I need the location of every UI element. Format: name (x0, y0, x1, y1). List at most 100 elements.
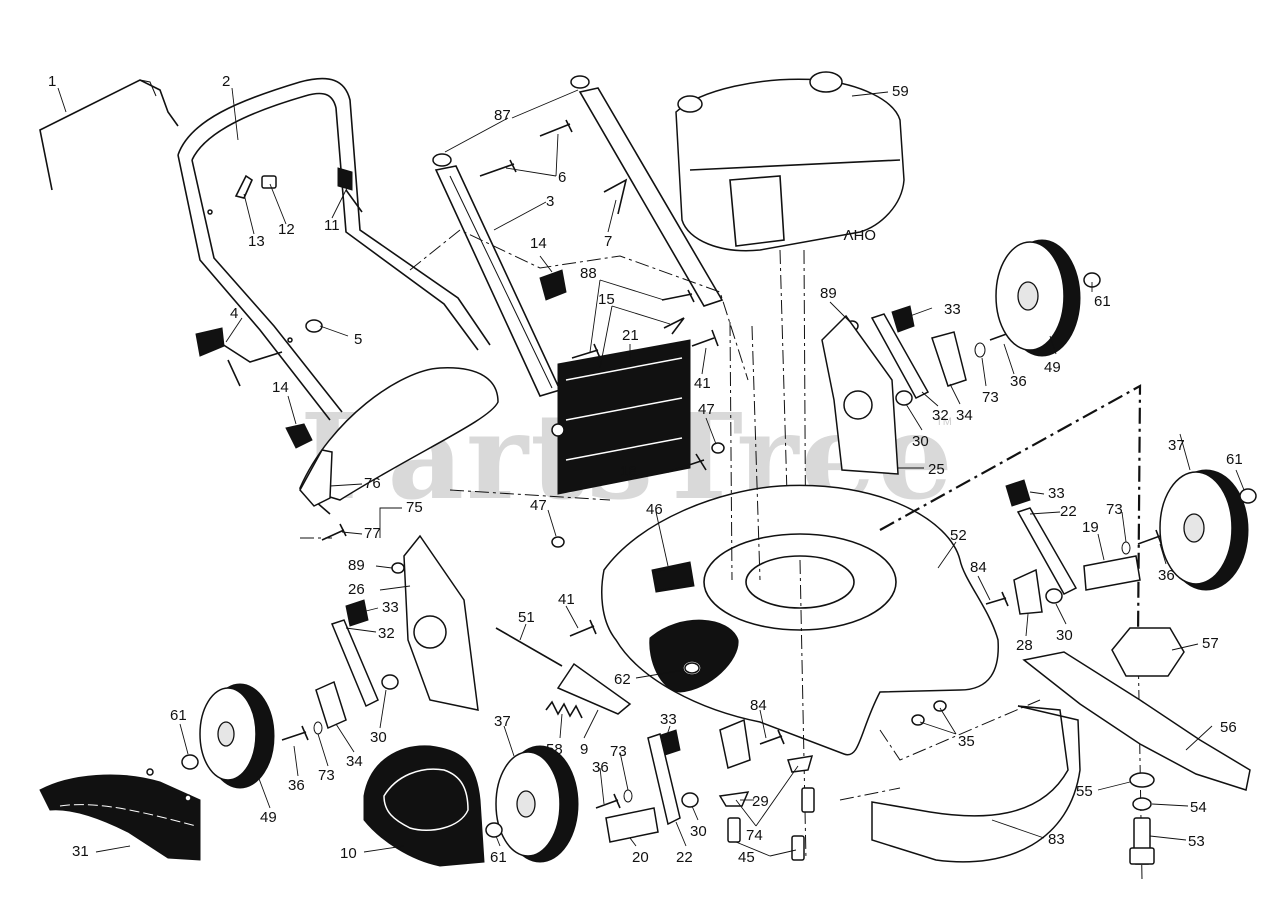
callout-label[interactable]: 7 (604, 233, 612, 250)
part-28-pivot-bracket[interactable] (1013, 568, 1043, 615)
callout-label[interactable]: 89 (348, 557, 365, 574)
callout-label[interactable]: 61 (1094, 293, 1111, 310)
part-31-rear-flap[interactable] (39, 768, 201, 861)
callout-label[interactable]: 37 (1168, 437, 1185, 454)
part-53-blade-bolt[interactable] (1129, 817, 1155, 865)
callout-label[interactable]: 84 (970, 559, 987, 576)
part-33-knob-right-rear[interactable] (891, 305, 915, 333)
part-51-axle[interactable] (495, 627, 563, 667)
part-14-knob-right[interactable] (539, 269, 567, 301)
part-55-washer[interactable] (1129, 772, 1155, 788)
callout-label[interactable]: 73 (1106, 501, 1123, 518)
callout-label[interactable]: 46 (646, 501, 663, 518)
callout-label[interactable]: 61 (170, 707, 187, 724)
callout-label[interactable]: 57 (1202, 635, 1219, 652)
part-61-nut-left-rear[interactable] (181, 754, 199, 770)
part-11-spring[interactable] (337, 167, 363, 213)
callout-label[interactable]: 33 (660, 711, 677, 728)
callout-label[interactable]: 36 (1010, 373, 1027, 390)
callout-label[interactable]: 41 (694, 375, 711, 392)
callout-label[interactable]: 30 (370, 729, 387, 746)
callout-label[interactable]: 5 (354, 331, 362, 348)
callout-label[interactable]: 37 (494, 713, 511, 730)
callout-label[interactable]: 87 (494, 107, 511, 124)
callout-label[interactable]: 54 (1190, 799, 1207, 816)
callout-label[interactable]: 73 (982, 389, 999, 406)
part-21-rear-door[interactable] (551, 339, 691, 495)
callout-label[interactable]: 61 (1226, 451, 1243, 468)
callout-label[interactable]: 73 (610, 743, 627, 760)
part-12-bolt[interactable] (261, 175, 277, 189)
callout-label[interactable]: 25 (928, 461, 945, 478)
callout-label[interactable]: 11 (324, 217, 340, 234)
part-34-pivot-right[interactable] (931, 331, 967, 387)
part-46-deflector-pad[interactable] (653, 563, 693, 591)
part-74-washers[interactable] (718, 755, 814, 807)
callout-label[interactable]: 33 (1048, 485, 1065, 502)
callout-label[interactable]: 49 (1044, 359, 1061, 376)
part-58-spring[interactable] (545, 700, 583, 719)
callout-label[interactable]: 59 (892, 83, 909, 100)
callout-label[interactable]: 9 (580, 741, 588, 758)
part-30-washer-right[interactable] (895, 390, 913, 406)
part-56-blade[interactable] (1022, 651, 1251, 791)
callout-label[interactable]: 15 (598, 291, 615, 308)
part-14-knob-left[interactable] (285, 423, 313, 449)
part-47-nuts[interactable] (551, 442, 725, 548)
callout-label[interactable]: 84 (750, 697, 767, 714)
part-18-bolt[interactable] (667, 453, 707, 473)
part-13-cable-clip[interactable] (234, 174, 254, 199)
callout-label[interactable]: 34 (956, 407, 973, 424)
callout-label[interactable]: 49 (260, 809, 277, 826)
part-84-bolt-center[interactable] (759, 729, 785, 745)
part-61-nut-right-front[interactable] (1239, 488, 1257, 504)
callout-label[interactable]: 18 (620, 463, 637, 480)
part-22-lever-left-front[interactable] (647, 733, 681, 826)
callout-label[interactable]: 31 (72, 843, 89, 860)
callout-label[interactable]: 32 (378, 625, 395, 642)
callout-label[interactable]: 30 (690, 823, 707, 840)
callout-label[interactable]: 74 (746, 827, 763, 844)
part-32-lever-left[interactable] (330, 619, 379, 708)
callout-label[interactable]: 73 (318, 767, 335, 784)
part-41-bolt-upper[interactable] (691, 329, 719, 347)
callout-label[interactable]: 28 (1016, 637, 1033, 654)
callout-label[interactable]: 35 (958, 733, 975, 750)
part-10-side-cover[interactable] (363, 745, 485, 867)
part-83-baffle[interactable] (871, 705, 1081, 863)
callout-label[interactable]: 3 (546, 193, 554, 210)
part-62-bolt-deck[interactable] (684, 662, 700, 674)
callout-label[interactable]: 47 (530, 497, 547, 514)
part-84-bolt-right-front[interactable] (985, 591, 1009, 607)
callout-label[interactable]: 14 (530, 235, 547, 252)
callout-label[interactable]: 75 (406, 499, 423, 516)
callout-label[interactable]: 77 (364, 525, 381, 542)
part-73-washer-left-front[interactable] (623, 789, 633, 803)
part-29-pivot-plate[interactable] (719, 718, 751, 770)
part-36-bolt-left[interactable] (281, 725, 309, 741)
callout-label[interactable]: 47 (698, 401, 715, 418)
callout-label[interactable]: 12 (278, 221, 295, 238)
part-6-bolts[interactable] (479, 119, 573, 177)
part-59-engine[interactable]: OHV (675, 71, 905, 601)
callout-label[interactable]: 19 (1082, 519, 1099, 536)
callout-label[interactable]: 36 (288, 777, 305, 794)
part-73-washer-left[interactable] (313, 721, 323, 735)
part-26-left-bracket[interactable] (403, 534, 479, 711)
callout-label[interactable]: 62 (614, 671, 631, 688)
part-22-lever-right-front[interactable] (1016, 507, 1078, 595)
callout-label[interactable]: 55 (1076, 783, 1093, 800)
part-20-bracket[interactable] (605, 807, 659, 843)
part-36-bolt-left-front[interactable] (595, 793, 621, 809)
part-1-control-bail[interactable] (39, 79, 179, 191)
callout-label[interactable]: 22 (1060, 503, 1077, 520)
callout-label[interactable]: 13 (248, 233, 265, 250)
part-76-bracket[interactable] (299, 449, 333, 507)
callout-label[interactable]: 4 (230, 305, 238, 322)
callout-label[interactable]: 33 (382, 599, 399, 616)
part-36-bolt-right-front[interactable] (1137, 529, 1163, 547)
part-41-bolt-lower[interactable] (569, 619, 597, 637)
part-88-bolts[interactable] (571, 289, 695, 359)
callout-label[interactable]: 76 (364, 475, 381, 492)
callout-label[interactable]: 32 (932, 407, 949, 424)
